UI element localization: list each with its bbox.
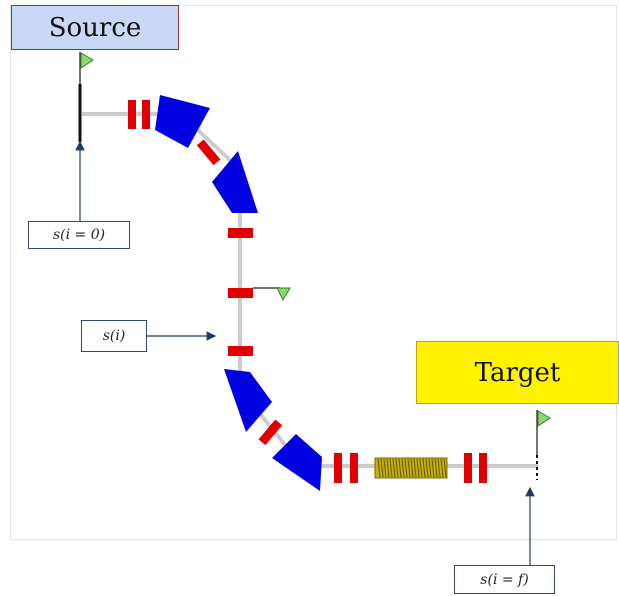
middle-position-label: s(i) (81, 320, 147, 352)
solenoid (374, 457, 448, 479)
solenoid-coil (431, 458, 435, 478)
beam-pipe (82, 112, 538, 468)
solenoid-coil (413, 458, 417, 478)
flag-icon (79, 52, 94, 84)
quadrupole (228, 228, 253, 238)
solenoid-coil (386, 458, 390, 478)
solenoid-coil (440, 458, 444, 478)
quadrupole (464, 453, 472, 483)
target-label: Target (416, 341, 619, 404)
solenoid-coil (437, 458, 441, 478)
solenoid-coil (383, 458, 387, 478)
solenoid-coil (410, 458, 414, 478)
solenoid-coil (422, 458, 426, 478)
quadrupole (258, 419, 283, 446)
quadrupoles (128, 100, 487, 483)
quadrupole (228, 346, 253, 356)
quadrupole (334, 453, 342, 483)
solenoid-coil (389, 458, 393, 478)
solenoid-coil (401, 458, 405, 478)
solenoid-coil (380, 458, 384, 478)
solenoid-coil (392, 458, 396, 478)
quadrupole (142, 100, 150, 129)
solenoid-coil (395, 458, 399, 478)
quadrupole (479, 453, 487, 483)
quadrupole (350, 453, 358, 483)
solenoid-coil (428, 458, 432, 478)
flag-icon (253, 287, 291, 302)
solenoid-coil (434, 458, 438, 478)
start-position-label: s(i = 0) (28, 221, 130, 249)
solenoid-coil (377, 458, 381, 478)
solenoid-coil (404, 458, 408, 478)
solenoid-coil (407, 458, 411, 478)
solenoid-coil (425, 458, 429, 478)
solenoid-coil (398, 458, 402, 478)
quadrupole (228, 288, 253, 298)
dipole (272, 434, 322, 491)
dipoles (155, 95, 322, 491)
dipole (224, 369, 272, 432)
source-label: Source (11, 5, 179, 50)
quadrupole (196, 139, 221, 166)
flag-icon (536, 410, 551, 455)
solenoid-coil (419, 458, 423, 478)
dipole (155, 95, 210, 148)
dipole (212, 151, 258, 213)
solenoid-coil (443, 458, 447, 478)
solenoid-coil (416, 458, 420, 478)
end-position-label: s(i = f) (454, 565, 555, 594)
quadrupole (128, 100, 136, 129)
